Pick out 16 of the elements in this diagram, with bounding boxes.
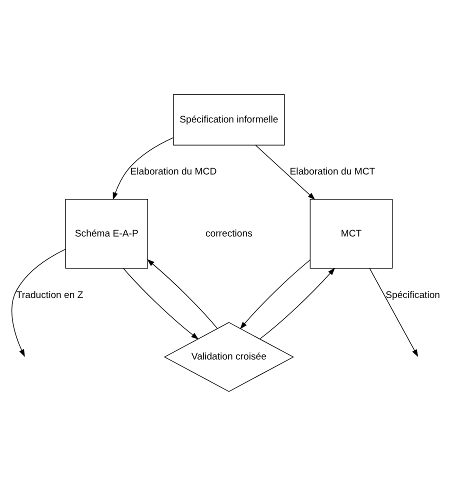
node-box: Spécification informelle xyxy=(173,94,285,145)
arrow xyxy=(123,268,199,340)
arrow xyxy=(11,248,66,356)
label: corrections xyxy=(205,228,252,239)
node-box: Schéma E-A-P xyxy=(65,198,148,268)
arrow xyxy=(146,258,218,328)
arrow xyxy=(260,267,336,339)
edge-label: Traduction en Z xyxy=(16,289,84,300)
arrow xyxy=(369,268,418,357)
edge-label: Elaboration du MCT xyxy=(290,166,376,178)
edge-label: Spécification xyxy=(386,289,440,300)
arrow xyxy=(240,259,310,329)
arrow xyxy=(255,144,316,200)
arrow xyxy=(112,136,174,200)
edge-label: Elaboration du MCD xyxy=(130,166,217,178)
node-box: MCT xyxy=(310,198,393,268)
